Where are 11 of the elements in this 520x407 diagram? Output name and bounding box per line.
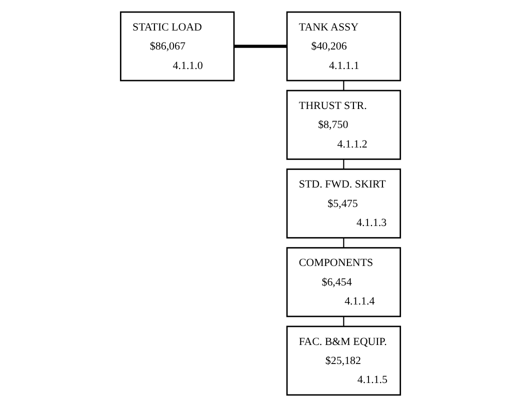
node-box: STATIC LOAD $86,067 4.1.1.0 [119,11,234,82]
node-box: THRUST STR. $8,750 4.1.1.2 [286,90,401,160]
connector [342,238,344,248]
connector [342,159,344,169]
node-box: STD. FWD. SKIRT $5,475 4.1.1.3 [286,168,401,238]
connector [342,316,344,326]
connector [342,80,344,90]
node-box: TANK ASSY $40,206 4.1.1.1 [286,11,401,82]
node-box: COMPONENTS $6,454 4.1.1.4 [286,247,401,318]
node-box: FAC. B&M EQUIP. $25,182 4.1.1.5 [286,326,401,396]
connector [234,44,286,48]
